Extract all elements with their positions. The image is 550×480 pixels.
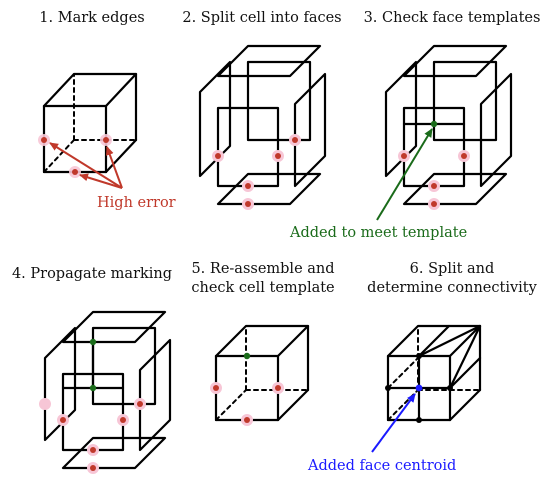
panel-3-title: 3. Check face templates <box>364 10 541 26</box>
panel-6-cube <box>385 324 482 423</box>
high-error-arrow <box>105 146 123 189</box>
high-error-marker <box>461 153 467 159</box>
high-error-marker <box>103 137 109 143</box>
added-centroid-label: Added face centroid <box>307 458 456 474</box>
vertex-marker <box>447 385 453 391</box>
panel-6-title-line2: determine connectivity <box>367 280 537 296</box>
panel-1-cube <box>38 72 138 178</box>
added-template-label: Added to meet template <box>289 225 467 241</box>
high-error-marker <box>245 201 251 207</box>
panel-2-faces <box>198 44 327 210</box>
added-centroid-arrow <box>371 393 416 453</box>
high-error-marker <box>90 447 96 453</box>
added-centroid-annotation: Added face centroid <box>307 393 456 474</box>
high-error-marker <box>275 385 281 391</box>
high-error-marker <box>41 137 47 143</box>
marker-glow <box>39 398 51 410</box>
high-error-marker <box>213 385 219 391</box>
panel-5-title-line2: check cell template <box>191 280 334 296</box>
panel-4-faces <box>39 310 172 474</box>
high-error-marker <box>292 137 298 143</box>
panel-1-title: 1. Mark edges <box>39 10 144 26</box>
high-error-arrow <box>79 173 123 189</box>
template-marker <box>430 120 438 128</box>
high-error-marker <box>275 153 281 159</box>
template-marker <box>89 338 97 346</box>
high-error-marker <box>60 417 66 423</box>
high-error-marker <box>245 183 251 189</box>
panel-4-title: 4. Propagate marking <box>12 266 172 282</box>
panel-5-title-line1: 5. Re-assemble and <box>191 261 334 277</box>
vertex-marker <box>416 353 422 359</box>
high-error-marker <box>72 169 78 175</box>
high-error-marker <box>431 183 437 189</box>
panel-2-title: 2. Split cell into faces <box>182 10 341 26</box>
high-error-marker <box>215 153 221 159</box>
vertex-marker <box>385 385 391 391</box>
centroid-marker <box>415 384 423 392</box>
added-template-arrow <box>376 128 433 221</box>
panel-5-cube <box>210 324 310 426</box>
high-error-marker <box>137 401 143 407</box>
high-error-marker <box>401 153 407 159</box>
high-error-annotation: High error <box>49 142 176 211</box>
high-error-arrow <box>49 142 123 189</box>
vertex-marker <box>416 417 422 423</box>
high-error-label: High error <box>97 195 176 211</box>
panel-3-faces <box>384 44 513 210</box>
high-error-marker <box>90 465 96 471</box>
high-error-marker <box>431 201 437 207</box>
high-error-marker <box>120 417 126 423</box>
added-template-annotation: Added to meet template <box>289 128 467 241</box>
template-marker <box>243 352 251 360</box>
template-marker <box>89 384 97 392</box>
high-error-marker <box>244 417 250 423</box>
panel-6-title-line1: 6. Split and <box>410 261 495 277</box>
